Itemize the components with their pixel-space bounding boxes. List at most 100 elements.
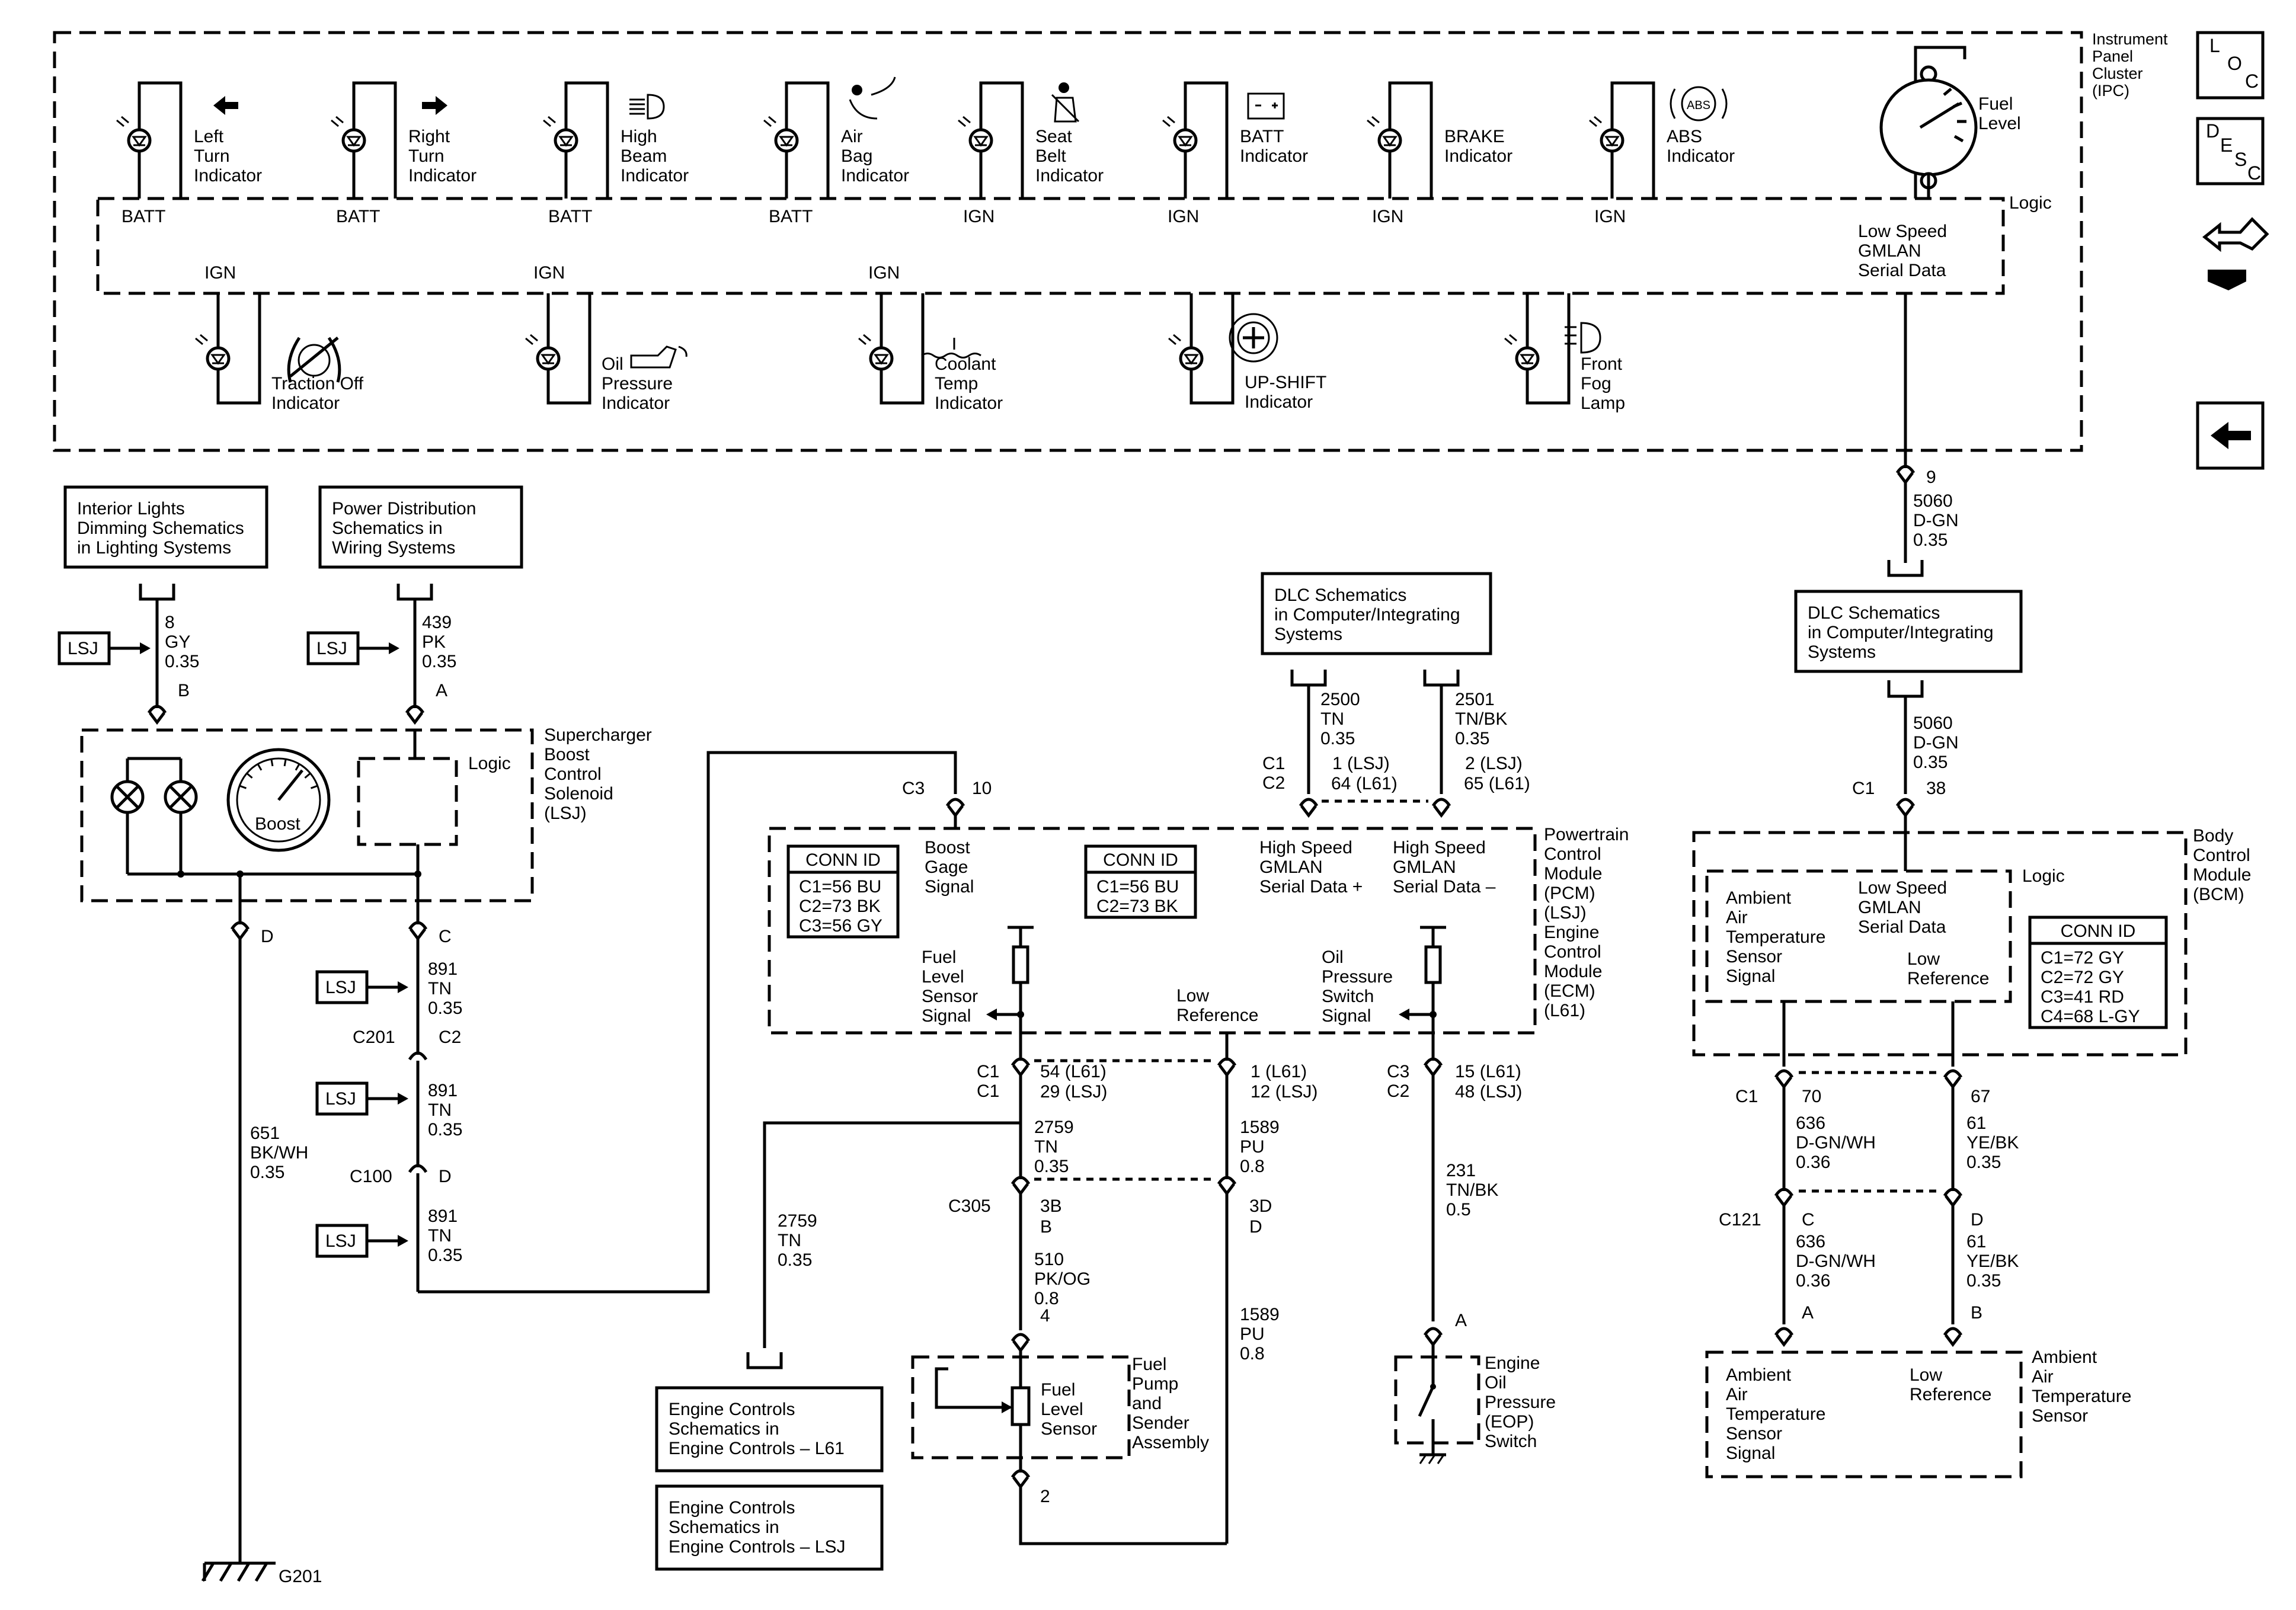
svg-text:LSJ: LSJ	[316, 639, 347, 658]
led-icon	[968, 128, 993, 153]
svg-text:LSJ: LSJ	[68, 639, 98, 658]
label: 67	[1971, 1087, 1990, 1106]
label: D	[1249, 1217, 1262, 1237]
label: C	[2247, 162, 2261, 184]
label: 1 (L61)	[1251, 1062, 1307, 1081]
label: C	[439, 927, 452, 946]
label: 3B	[1040, 1196, 1062, 1216]
ref-dlc-pcm	[1261, 572, 1492, 655]
bcm-conn-id	[2028, 916, 2168, 1029]
bcm-conn-id-row: C2=72 GY	[2041, 968, 2124, 987]
label: 2 (LSJ)	[1465, 754, 1523, 773]
label: B	[1040, 1217, 1052, 1237]
label: 9	[1926, 468, 1936, 487]
lsj-tag: LSJ	[306, 631, 360, 665]
bcm-module-box	[1692, 831, 2188, 1057]
bcm-logic-box	[1705, 869, 2012, 1003]
c305: C305	[948, 1196, 991, 1216]
pcm-conn-id2-row: C1=56 BU	[1096, 877, 1179, 897]
label: C1	[1852, 779, 1875, 798]
label: D	[439, 1167, 452, 1186]
supply-label: BATT	[336, 207, 380, 226]
svg-text:LSJ: LSJ	[325, 1231, 356, 1251]
traction-off-icon	[298, 344, 331, 377]
led-icon	[554, 128, 578, 153]
back-arrow-icon	[2211, 422, 2251, 449]
wrench-icon	[2202, 217, 2269, 252]
coolant-icon	[921, 353, 981, 359]
label: 10	[972, 779, 992, 798]
oil-can-icon	[630, 345, 687, 369]
pcm-conn-id2-row: C2=73 BK	[1096, 897, 1178, 916]
gear-icon	[1229, 313, 1278, 363]
label: B	[1971, 1303, 1982, 1323]
battery-icon	[1247, 92, 1285, 120]
pcm-conn-id2-title: CONN ID	[1103, 850, 1178, 870]
ref-dlc-bcm	[1794, 590, 2023, 673]
supply-label: IGN	[868, 263, 900, 283]
seat-belt-icon	[1059, 82, 1069, 93]
boost-gauge-label: Boost	[255, 814, 300, 834]
high-beam-icon	[647, 94, 665, 120]
lsj-tag: LSJ	[315, 1081, 369, 1116]
bcm-logic-label: Logic	[2022, 866, 2065, 886]
label: C	[1802, 1210, 1815, 1230]
supply-label: IGN	[1168, 207, 1199, 226]
label: 12 (LSJ)	[1251, 1082, 1318, 1102]
label: 65 (L61)	[1464, 774, 1530, 793]
led-icon	[1377, 128, 1402, 153]
led-icon	[774, 128, 799, 153]
led-icon	[341, 128, 366, 153]
led-icon	[1173, 128, 1198, 153]
pullup-resistor	[1012, 945, 1029, 984]
abs-icon	[1681, 86, 1716, 121]
label: C3	[902, 779, 925, 798]
label: 70	[1802, 1087, 1821, 1106]
label: 3D	[1249, 1196, 1272, 1216]
bcm-conn-id-row: C1=72 GY	[2041, 948, 2124, 968]
label: B	[178, 681, 190, 700]
led-icon	[536, 346, 561, 371]
eop-switch-box	[1394, 1355, 1480, 1445]
label: O	[2227, 53, 2242, 74]
right-arrow-icon	[422, 96, 447, 115]
label: D	[261, 927, 274, 946]
label: 38	[1926, 779, 1946, 798]
label: A	[1802, 1303, 1814, 1323]
supply-label: BATT	[548, 207, 592, 226]
left-arrow-icon	[213, 96, 238, 115]
